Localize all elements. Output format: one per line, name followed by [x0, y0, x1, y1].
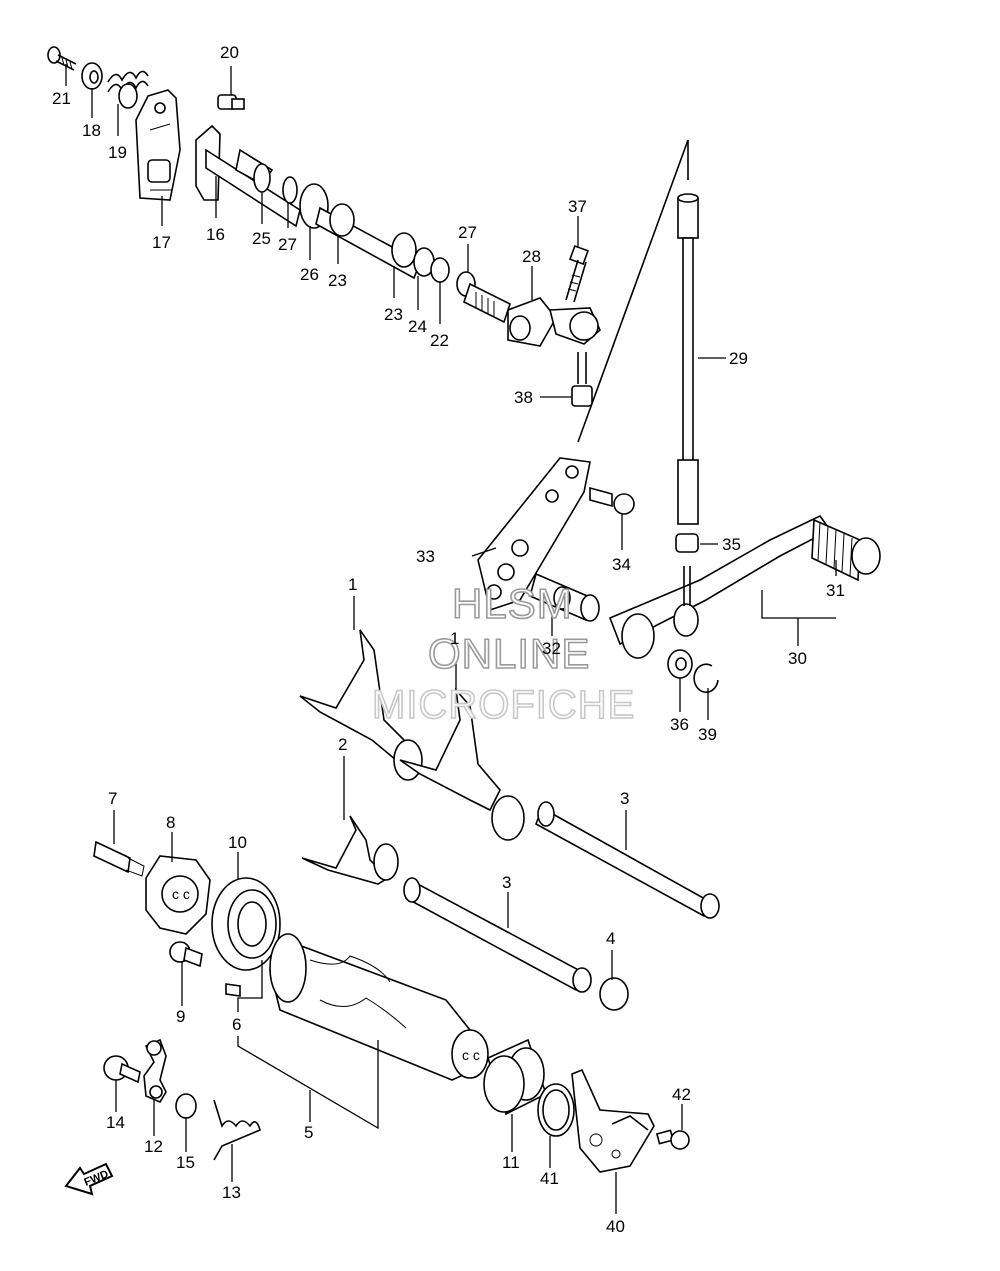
- bolt-9: [169, 941, 203, 968]
- watermark-line-2: ONLINE: [428, 630, 590, 677]
- callout-10: 10: [228, 833, 247, 852]
- callout-37: 37: [568, 197, 587, 216]
- svg-text:c c: c c: [172, 886, 190, 902]
- callout-25: 25: [252, 229, 271, 248]
- leader-lines: [65, 64, 837, 1214]
- callout-15: 15: [176, 1153, 195, 1172]
- callout-9: 9: [176, 1007, 185, 1026]
- watermark-line-3: MICROFICHE: [372, 683, 635, 727]
- callout-2: 2: [338, 735, 347, 754]
- shift-shaft-assembly: [195, 124, 511, 324]
- callout-31: 31: [826, 581, 845, 600]
- bolt-37: [565, 245, 589, 303]
- callout-16: 16: [206, 225, 225, 244]
- cam-stopper-8: c c: [145, 855, 211, 935]
- watermark-line-1: HLSM: [452, 580, 573, 627]
- pin-6: [225, 983, 241, 997]
- callout-33: 33: [416, 547, 435, 566]
- callout-20: 20: [220, 43, 239, 62]
- callout-4: 4: [606, 929, 615, 948]
- shaft-32: [529, 572, 600, 622]
- callout-14: 14: [106, 1113, 125, 1132]
- callout-36: 36: [670, 715, 689, 734]
- callout-1-upper: 1: [348, 575, 357, 594]
- callout-1-lower: 1: [450, 629, 459, 648]
- washer-18: [81, 62, 103, 90]
- pin-7: [93, 840, 145, 877]
- stopper-arm-12: [143, 1038, 167, 1104]
- linkage-33: [477, 457, 591, 612]
- fork-shaft-3-right: [535, 801, 720, 919]
- callout-22: 22: [430, 331, 449, 350]
- callout-17: 17: [152, 233, 171, 252]
- callout-30: 30: [788, 649, 807, 668]
- callout-3-left: 3: [502, 873, 511, 892]
- nut-35: [675, 533, 699, 553]
- bolt-21: [47, 46, 77, 71]
- callout-5: 5: [304, 1123, 313, 1142]
- callout-3-right: 3: [620, 789, 629, 808]
- shift-fork-1-lower: [399, 687, 525, 841]
- pedal-rubber-31: [811, 518, 881, 582]
- callout-26: 26: [300, 265, 319, 284]
- bolt-14: [103, 1055, 141, 1084]
- callout-21: 21: [52, 89, 71, 108]
- gasket-41: [537, 1083, 575, 1137]
- callout-12: 12: [144, 1137, 163, 1156]
- spring-19: [107, 70, 149, 109]
- shift-rod-29: [577, 139, 699, 525]
- bearing-10: [211, 877, 281, 971]
- bolt-34: [589, 486, 635, 515]
- callout-35: 35: [722, 535, 741, 554]
- shift-lever-28: [507, 297, 601, 347]
- callout-40: 40: [606, 1217, 625, 1236]
- callout-18: 18: [82, 121, 101, 140]
- callout-34: 34: [612, 555, 631, 574]
- callout-23-upper: 23: [328, 271, 347, 290]
- callout-27-left: 27: [278, 235, 297, 254]
- fwd-label: FWD: [83, 1168, 111, 1189]
- plate-17: [135, 89, 181, 201]
- callout-6: 6: [232, 1015, 241, 1034]
- callout-11: 11: [502, 1153, 520, 1172]
- svg-text:c c: c c: [462, 1047, 480, 1063]
- callout-numbers: 21 18 19 17 20 16 25 27 26 23 23 24 22 2…: [52, 43, 845, 1236]
- callout-19: 19: [108, 143, 127, 162]
- callout-42: 42: [672, 1085, 691, 1104]
- callout-32: 32: [542, 639, 561, 658]
- sensor-40: [571, 1068, 655, 1173]
- fork-shaft-3-left: [403, 877, 592, 993]
- callout-13: 13: [222, 1183, 241, 1202]
- spring-13: [213, 1099, 261, 1161]
- callout-7: 7: [108, 789, 117, 808]
- shift-cam-5: c c: [269, 933, 489, 1081]
- shift-pedal-30: [608, 514, 832, 659]
- watermark: HLSM ONLINE MICROFICHE: [371, 579, 635, 728]
- plug-4: [599, 977, 629, 1011]
- collar-15: [175, 1093, 197, 1119]
- shift-fork-2: [301, 815, 399, 885]
- callout-8: 8: [166, 813, 175, 832]
- callout-24: 24: [408, 317, 427, 336]
- callout-28: 28: [522, 247, 541, 266]
- callout-41: 41: [540, 1169, 559, 1188]
- bolt-20: [217, 94, 245, 110]
- callout-39: 39: [698, 725, 717, 744]
- callout-29: 29: [729, 349, 748, 368]
- washer-36: [667, 649, 693, 679]
- callout-23-lower: 23: [384, 305, 403, 324]
- circlip-39: [693, 663, 719, 693]
- bearing-11: [483, 1038, 547, 1116]
- callout-27-right: 27: [458, 223, 477, 242]
- fwd-arrow-icon: FWD: [64, 1162, 114, 1196]
- callout-38: 38: [514, 388, 533, 407]
- nut-38: [571, 352, 593, 407]
- bolt-42: [655, 1129, 690, 1150]
